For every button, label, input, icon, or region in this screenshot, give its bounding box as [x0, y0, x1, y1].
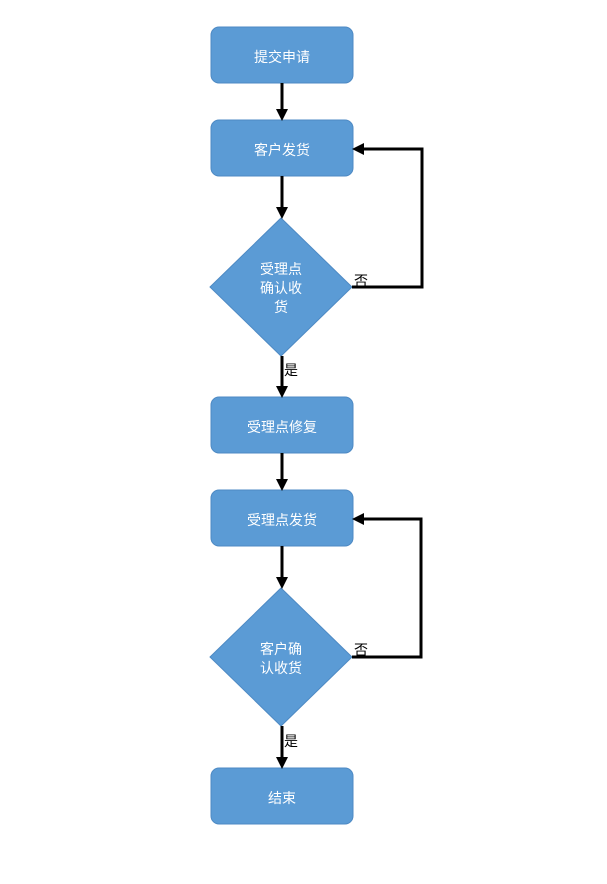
edge-label-acceptance-yes: 是	[284, 363, 298, 379]
decision-customer-confirm-receipt: 客户确 认收货	[209, 587, 353, 727]
node-submit-application: 提交申请	[210, 26, 354, 84]
node-customer-ship-label: 客户发货	[254, 142, 310, 159]
node-end: 结束	[210, 767, 354, 825]
edge-customer-no-loop	[352, 513, 423, 659]
node-acceptance-ship: 受理点发货	[210, 489, 354, 547]
decision-acceptance-confirm-line3: 货	[274, 299, 288, 316]
edge-label-customer-no: 否	[354, 643, 368, 659]
edge-label-acceptance-no: 否	[354, 274, 368, 290]
decision-acceptance-confirm-line1: 受理点	[260, 262, 302, 278]
node-acceptance-repair-label: 受理点修复	[247, 419, 317, 436]
node-acceptance-repair: 受理点修复	[210, 396, 354, 454]
decision-acceptance-confirm-receipt: 受理点 确认收 货	[209, 217, 353, 357]
node-customer-ship: 客户发货	[210, 119, 354, 177]
decision-customer-confirm-line1: 客户确	[260, 641, 302, 658]
decision-customer-confirm-line2: 认收货	[260, 660, 302, 677]
edge-acceptance-no-loop	[352, 143, 424, 289]
node-submit-application-label: 提交申请	[254, 49, 310, 66]
node-acceptance-ship-label: 受理点发货	[247, 512, 317, 529]
edge-label-customer-yes: 是	[284, 734, 298, 750]
node-end-label: 结束	[268, 791, 296, 807]
decision-acceptance-confirm-line2: 确认收	[260, 281, 302, 297]
